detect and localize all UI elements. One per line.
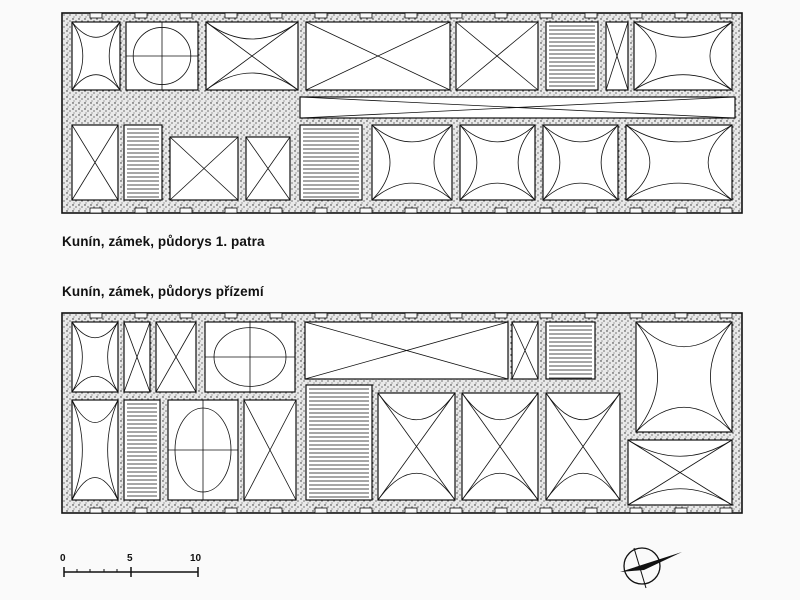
caption-first-floor: Kunín, zámek, půdorys 1. patra: [62, 234, 265, 249]
room: [205, 21, 299, 91]
room: [545, 392, 621, 501]
north-arrow-icon: [620, 547, 682, 589]
caption-ground-floor: Kunín, zámek, půdorys přízemí: [62, 284, 264, 299]
scale-bar: [63, 567, 199, 577]
room: [459, 124, 536, 201]
room: [633, 21, 733, 91]
scale-label-5: 5: [127, 553, 133, 564]
room: [461, 392, 539, 501]
room: [635, 321, 733, 433]
room: [305, 384, 373, 501]
room: [123, 124, 163, 201]
room: [605, 21, 629, 91]
room: [545, 321, 596, 380]
scale-label-10: 10: [190, 553, 202, 564]
room: [299, 96, 736, 119]
room: [455, 21, 539, 91]
room: [71, 21, 121, 91]
first-floor-plan: [61, 12, 743, 214]
room: [123, 321, 151, 393]
room: [169, 136, 239, 201]
room: [71, 321, 119, 393]
room: [243, 399, 297, 501]
room: [511, 321, 539, 380]
room: [155, 321, 197, 393]
room: [299, 124, 363, 201]
room: [304, 321, 509, 380]
room: [545, 21, 599, 91]
room: [245, 136, 291, 201]
room: [377, 392, 456, 501]
ground-floor-plan: [61, 312, 743, 514]
room: [167, 399, 239, 501]
room: [71, 124, 119, 201]
room: [125, 21, 199, 91]
room: [305, 21, 451, 91]
room: [542, 124, 619, 201]
room: [627, 439, 733, 506]
room: [371, 124, 453, 201]
room: [625, 124, 733, 201]
room: [204, 321, 296, 393]
scale-label-0: 0: [60, 553, 66, 564]
room: [123, 399, 161, 501]
room: [71, 399, 119, 501]
